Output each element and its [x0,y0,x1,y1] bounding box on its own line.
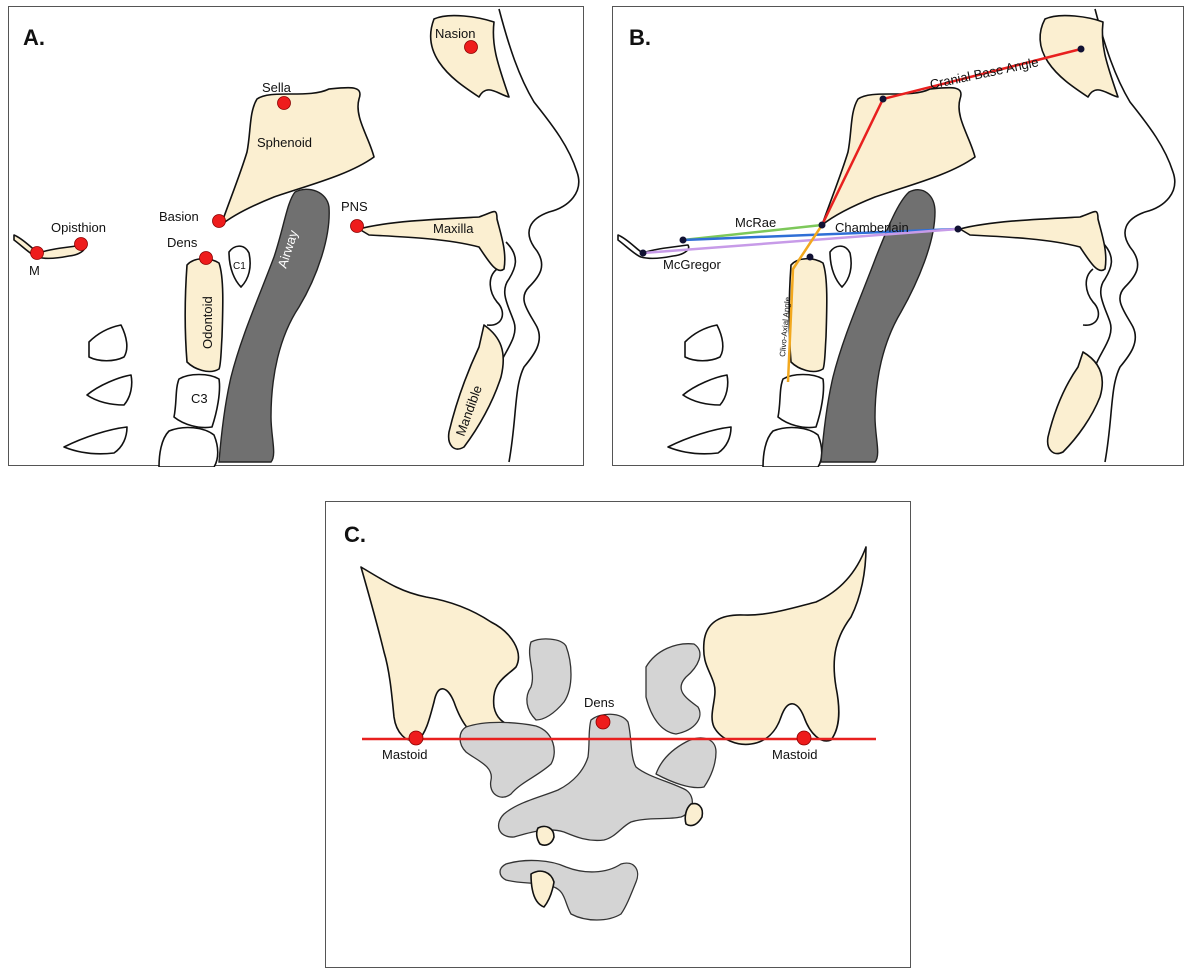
basion-label: Basion [159,209,199,224]
left-gray-process [527,639,571,720]
cranial-base-angle-label: Cranial Base Angle [929,54,1040,92]
c3-vertebra [500,860,638,920]
dens-dot [807,254,814,261]
panel-c-diagram: Dens Mastoid Mastoid [326,502,912,969]
jaw-outline [1083,269,1098,325]
c3-vertebra [778,375,824,428]
c4-vertebra [159,428,218,467]
basion-point [213,215,226,228]
jaw-outline [487,269,502,325]
airway [219,189,329,462]
sphenoid-label: Sphenoid [257,135,312,150]
c1-label: C1 [233,261,246,272]
opisthion-label: Opisthion [51,220,106,235]
mastoid-right-label: Mastoid [772,747,818,762]
sella-label: Sella [262,80,292,95]
dens-point [200,252,213,265]
left-small-fragment [531,871,554,907]
occipital-bone [618,235,689,258]
panel-a: A. Nas [8,6,584,466]
maxilla-bone [359,212,505,271]
pns-dot [955,226,962,233]
c1-vertebra [830,246,851,287]
panel-c: C. Dens Mastoid Mastoid [325,501,911,968]
mastoid-right-point [797,731,811,745]
mcrae-label: McRae [735,215,776,230]
odontoid-bone [789,259,827,372]
posterior-fragment-2 [683,375,728,405]
mandible-bone [1048,352,1103,454]
c4-vertebra [763,428,822,467]
mastoid-left-label: Mastoid [382,747,428,762]
center-small-fragment [537,826,554,845]
right-gray-process [646,644,700,734]
posterior-fragment-3 [64,427,127,454]
m-point [31,247,44,260]
dens-label: Dens [167,235,198,250]
facial-profile [499,9,579,462]
odontoid-label: Odontoid [200,296,215,349]
nasion-label: Nasion [435,26,475,41]
maxilla-label: Maxilla [433,221,474,236]
sphenoid-bone [822,88,975,225]
m-label: M [29,263,40,278]
occipital-bone [14,235,85,258]
posterior-fragment-2 [87,375,132,405]
dens-point [596,715,610,729]
nasion-dot [1078,46,1085,53]
opisthion-point [75,238,88,251]
pns-label: PNS [341,199,368,214]
mcgregor-label: McGregor [663,257,721,272]
c3-label: C3 [191,391,208,406]
chamberlain-label: Chamberlain [835,220,909,235]
pns-point [351,220,364,233]
right-atlas-mass [656,738,716,788]
left-atlas-mass [460,722,554,797]
basion-dot [819,222,826,229]
sella-point [278,97,291,110]
mastoid-left-point [409,731,423,745]
right-skull-base [704,547,866,744]
maxilla-bone [960,212,1106,271]
left-skull-base [361,567,522,741]
posterior-fragment-1 [685,325,723,361]
posterior-fragment-1 [89,325,127,361]
opisthion-dot [680,237,687,244]
sella-dot [880,96,887,103]
nasion-point [465,41,478,54]
panel-b-diagram: Cranial Base Angle McRae Chamberlain McG… [613,7,1185,467]
posterior-fragment-3 [668,427,731,454]
right-small-fragment [685,804,702,826]
panel-b: B. Cranial Base Angle McRa [612,6,1184,466]
dens-label: Dens [584,695,615,710]
panel-a-diagram: Nasion Sella Sphenoid Basion Opisthion M… [9,7,585,467]
m-dot [640,250,647,257]
